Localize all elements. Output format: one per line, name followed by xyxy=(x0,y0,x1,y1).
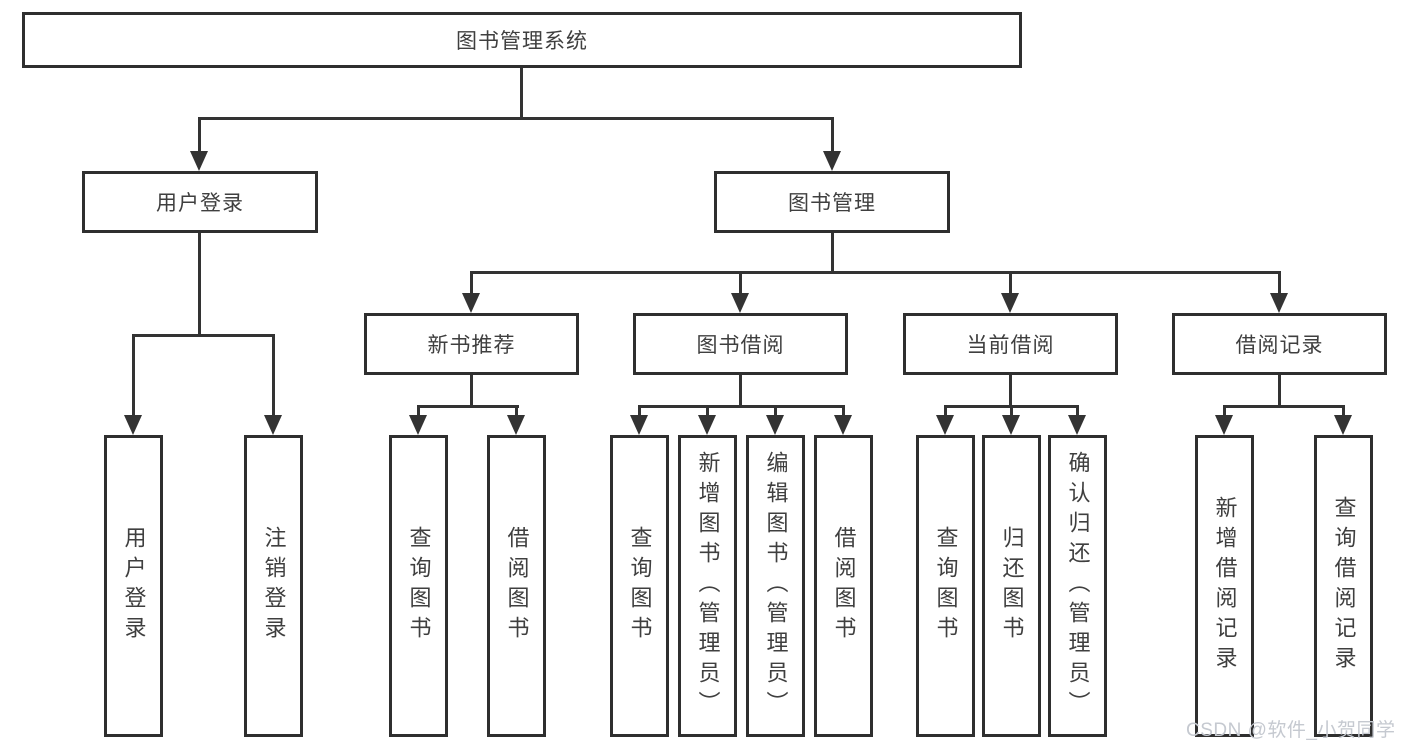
arrow-down-icon xyxy=(190,151,208,171)
connector-line xyxy=(944,405,947,417)
leaf-user-login: 用户登录 xyxy=(104,435,163,737)
leaf-search-books: 查询图书 xyxy=(916,435,975,737)
connector-line xyxy=(638,405,641,417)
arrow-down-icon xyxy=(823,151,841,171)
connector-line xyxy=(1342,405,1345,417)
connector-line xyxy=(739,271,742,296)
leaf-return-books: 归还图书 xyxy=(982,435,1041,737)
connector-line xyxy=(198,117,201,153)
connector-line xyxy=(831,117,834,153)
node-root-label: 图书管理系统 xyxy=(456,30,588,53)
leaf-label: 借阅图书 xyxy=(831,526,857,646)
node-book-borrowing: 图书借阅 xyxy=(633,313,848,375)
connector-line xyxy=(1009,271,1012,296)
connector-line xyxy=(417,405,420,417)
connector-line xyxy=(739,374,742,408)
leaf-label: 查询借阅记录 xyxy=(1331,496,1357,676)
leaf-edit-books-admin: 编辑图书（管理员） xyxy=(746,435,805,737)
node-borrowing-records: 借阅记录 xyxy=(1172,313,1387,375)
node-label: 图书借阅 xyxy=(696,334,785,357)
leaf-label: 查询图书 xyxy=(627,526,653,646)
connector-line xyxy=(842,405,845,417)
leaf-label: 查询图书 xyxy=(933,526,959,646)
node-label: 新书推荐 xyxy=(427,334,516,357)
node-new-book-recommendation: 新书推荐 xyxy=(364,313,579,375)
leaf-label: 归还图书 xyxy=(999,526,1025,646)
connector-line xyxy=(470,374,473,408)
arrow-down-icon xyxy=(731,293,749,313)
leaf-borrow-books: 借阅图书 xyxy=(487,435,546,737)
node-label: 当前借阅 xyxy=(966,334,1055,357)
node-book-management-label: 图书管理 xyxy=(788,192,876,215)
arrow-down-icon xyxy=(124,415,142,435)
connector-line xyxy=(774,405,777,417)
connector-line xyxy=(1076,405,1079,417)
arrow-down-icon xyxy=(507,415,525,435)
node-current-borrowing: 当前借阅 xyxy=(903,313,1118,375)
arrow-down-icon xyxy=(1334,415,1352,435)
connector-line xyxy=(638,405,845,408)
watermark-text: CSDN @软件_小贺同学 xyxy=(1186,720,1396,741)
arrow-down-icon xyxy=(698,415,716,435)
arrow-down-icon xyxy=(766,415,784,435)
connector-line xyxy=(1278,374,1281,408)
connector-line xyxy=(520,66,523,119)
connector-line xyxy=(132,334,135,417)
leaf-search-books: 查询图书 xyxy=(389,435,448,737)
leaf-label: 注销登录 xyxy=(261,526,287,646)
leaf-add-borrow-record: 新增借阅记录 xyxy=(1195,435,1254,737)
arrow-down-icon xyxy=(630,415,648,435)
arrow-down-icon xyxy=(1068,415,1086,435)
connector-line xyxy=(132,334,275,337)
leaf-label: 编辑图书（管理员） xyxy=(763,451,789,721)
node-label: 借阅记录 xyxy=(1235,334,1324,357)
connector-line xyxy=(1278,271,1281,296)
leaf-add-books-admin: 新增图书（管理员） xyxy=(678,435,737,737)
arrow-down-icon xyxy=(936,415,954,435)
leaf-label: 确认归还（管理员） xyxy=(1065,451,1091,721)
connector-line xyxy=(1223,405,1226,417)
node-book-management: 图书管理 xyxy=(714,171,950,233)
leaf-label: 新增图书（管理员） xyxy=(695,451,721,721)
leaf-search-books: 查询图书 xyxy=(610,435,669,737)
leaf-label: 借阅图书 xyxy=(504,526,530,646)
connector-line xyxy=(198,117,834,120)
leaf-label: 新增借阅记录 xyxy=(1212,496,1238,676)
leaf-label: 用户登录 xyxy=(121,526,147,646)
leaf-search-borrow-record: 查询借阅记录 xyxy=(1314,435,1373,737)
arrow-down-icon xyxy=(462,293,480,313)
node-user-login: 用户登录 xyxy=(82,171,318,233)
arrow-down-icon xyxy=(1270,293,1288,313)
arrow-down-icon xyxy=(1002,415,1020,435)
arrow-down-icon xyxy=(1001,293,1019,313)
arrow-down-icon xyxy=(264,415,282,435)
node-root: 图书管理系统 xyxy=(22,12,1022,68)
connector-line xyxy=(272,334,275,417)
leaf-label: 查询图书 xyxy=(406,526,432,646)
connector-line xyxy=(831,232,834,274)
connector-line xyxy=(1223,405,1345,408)
leaf-confirm-return-admin: 确认归还（管理员） xyxy=(1048,435,1107,737)
connector-line xyxy=(470,271,1281,274)
connector-line xyxy=(1009,374,1012,408)
node-user-login-label: 用户登录 xyxy=(156,192,244,215)
connector-line xyxy=(417,405,519,408)
arrow-down-icon xyxy=(409,415,427,435)
leaf-logout: 注销登录 xyxy=(244,435,303,737)
connector-line xyxy=(1010,405,1013,417)
connector-line xyxy=(198,232,201,336)
arrow-down-icon xyxy=(834,415,852,435)
leaf-borrow-books: 借阅图书 xyxy=(814,435,873,737)
arrow-down-icon xyxy=(1215,415,1233,435)
connector-line xyxy=(515,405,518,417)
connector-line xyxy=(470,271,473,296)
connector-line xyxy=(706,405,709,417)
